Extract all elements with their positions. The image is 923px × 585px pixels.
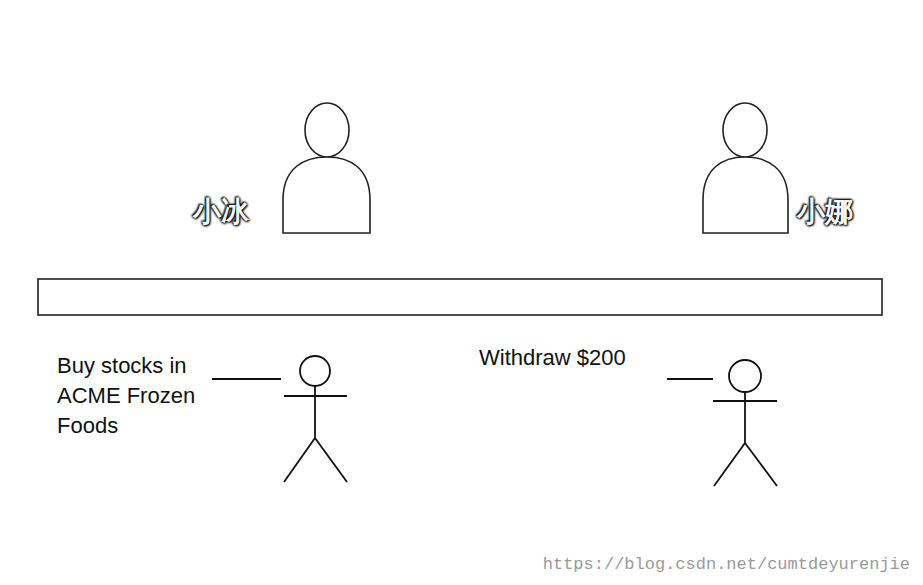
leader-line <box>212 378 281 380</box>
person-name: 小娜 <box>797 195 853 229</box>
action-note: Withdraw $200 <box>479 343 626 373</box>
stick-figure <box>713 360 777 486</box>
person-bust <box>703 103 788 233</box>
leader-line <box>667 378 713 380</box>
watermark: https://blog.csdn.net/cumtdeyurenjie <box>543 555 910 574</box>
person-bust <box>283 103 370 233</box>
counter-bar <box>38 279 882 315</box>
stick-figure <box>284 356 347 482</box>
action-note: Buy stocks in ACME Frozen Foods <box>57 351 215 441</box>
person-name: 小冰 <box>193 195 249 229</box>
